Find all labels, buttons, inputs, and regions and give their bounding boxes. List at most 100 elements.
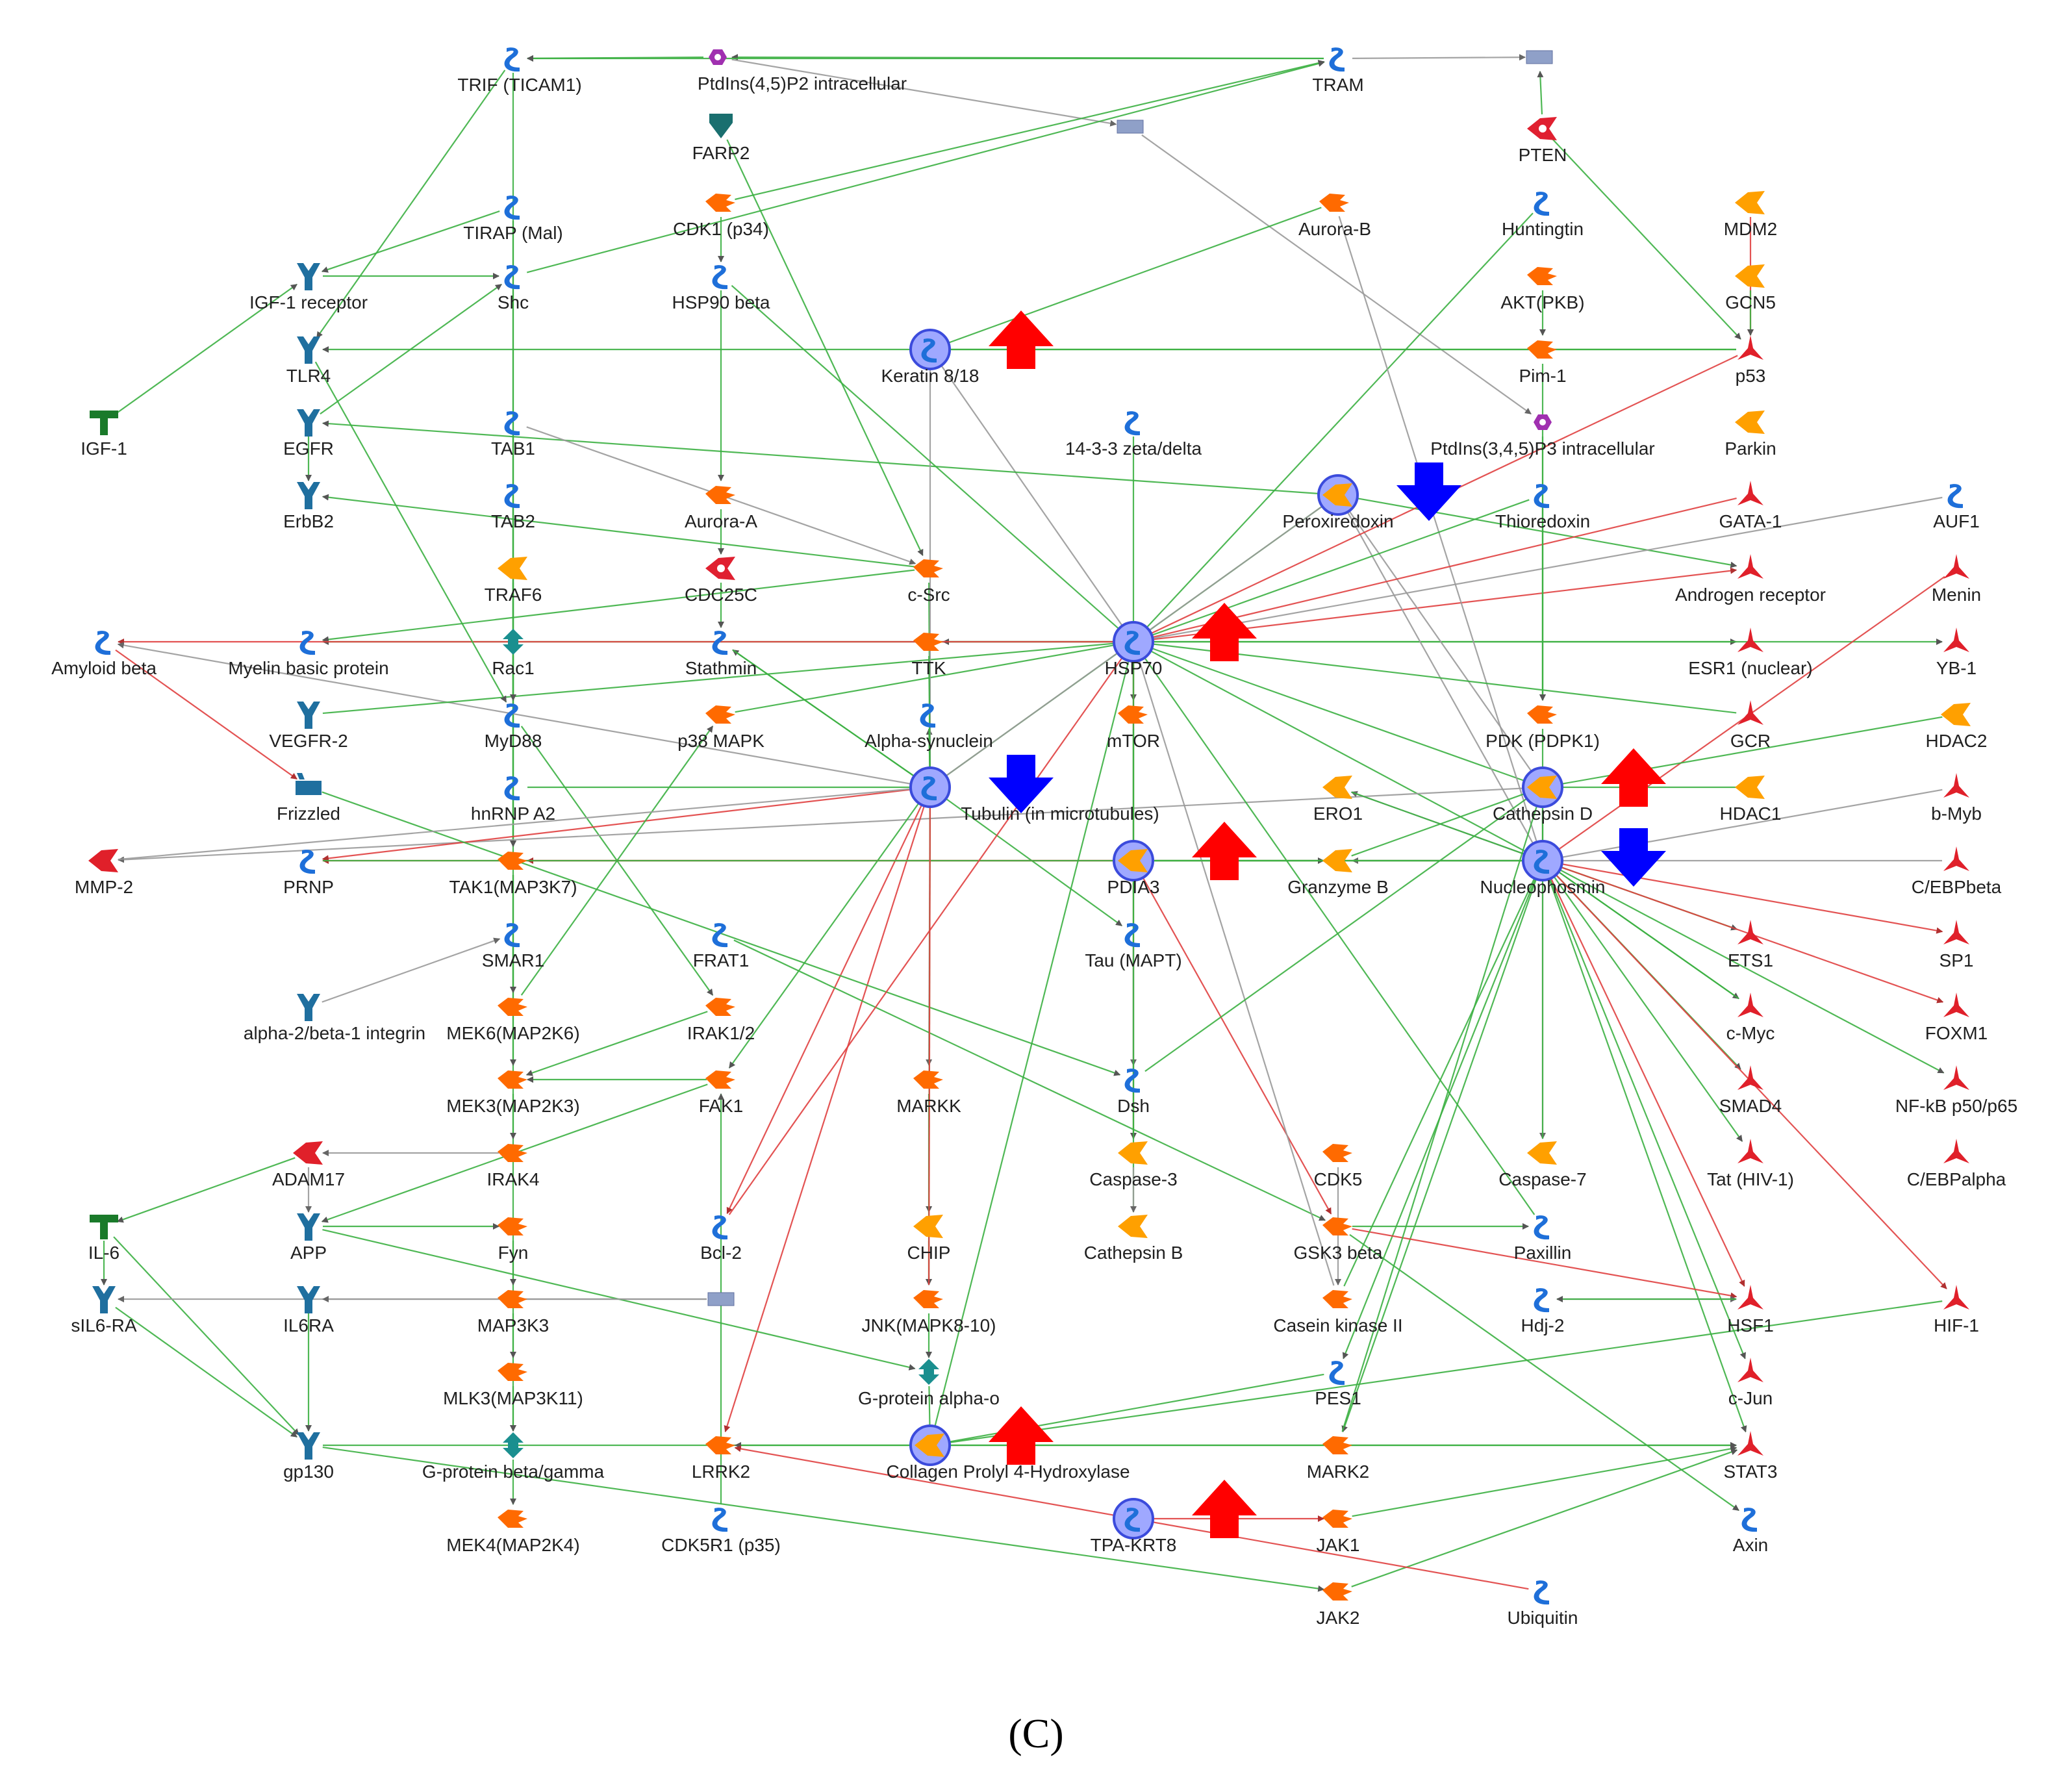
node-hsp90b[interactable]: HSP90 beta <box>672 265 770 312</box>
node-mdm2[interactable]: MDM2 <box>1724 191 1777 239</box>
node-cdc25c[interactable]: CDC25C <box>685 557 757 605</box>
node-axin[interactable]: Axin <box>1733 1508 1768 1555</box>
node-nfkb[interactable]: NF-kB p50/p65 <box>1895 1065 2017 1116</box>
node-p38[interactable]: p38 MAPK <box>677 705 764 751</box>
node-a2b1[interactable]: alpha-2/beta-1 integrin <box>244 994 425 1043</box>
node-ptdins45[interactable]: PtdIns(4,5)P2 intracellular <box>698 49 907 94</box>
node-casp3[interactable]: Caspase-3 <box>1089 1141 1178 1189</box>
node-asyn[interactable]: Alpha-synuclein <box>865 703 993 751</box>
node-c2[interactable] <box>1117 120 1144 134</box>
node-ets1[interactable]: ETS1 <box>1728 920 1773 970</box>
node-cebpb[interactable]: C/EBPbeta <box>1912 846 2002 897</box>
node-yb1[interactable]: YB-1 <box>1936 627 1977 678</box>
node-sil6ra[interactable]: sIL6-RA <box>71 1286 137 1335</box>
node-irak12[interactable]: IRAK1/2 <box>687 998 755 1043</box>
node-il6[interactable]: IL-6 <box>88 1215 120 1263</box>
node-parkin[interactable]: Parkin <box>1725 411 1776 459</box>
node-hdac2[interactable]: HDAC2 <box>1926 703 1988 751</box>
node-pdia3[interactable]: PDIA3 <box>1107 840 1160 897</box>
node-prnp[interactable]: PRNP <box>283 850 334 897</box>
node-gcn5[interactable]: GCN5 <box>1725 264 1776 312</box>
node-tat[interactable]: Tat (HIV-1) <box>1707 1139 1794 1189</box>
node-markk[interactable]: MARKK <box>896 1070 961 1116</box>
node-frizzled[interactable]: Frizzled <box>277 773 340 824</box>
node-chip[interactable]: CHIP <box>907 1215 951 1263</box>
node-foxm1[interactable]: FOXM1 <box>1925 993 1988 1043</box>
node-p1433[interactable]: 14-3-3 zeta/delta <box>1065 411 1202 459</box>
node-amyloid[interactable]: Amyloid beta <box>51 631 157 678</box>
node-ck2[interactable]: Casein kinase II <box>1273 1290 1403 1335</box>
node-lrrk2[interactable]: LRRK2 <box>692 1436 750 1482</box>
node-akt[interactable]: AKT(PKB) <box>1500 267 1585 312</box>
node-hdac1[interactable]: HDAC1 <box>1720 776 1782 824</box>
node-huntingtin[interactable]: Huntingtin <box>1502 192 1584 239</box>
node-c3[interactable] <box>707 1292 735 1306</box>
node-aurorab[interactable]: Aurora-B <box>1298 194 1371 239</box>
node-vegfr2[interactable]: VEGFR-2 <box>269 702 348 751</box>
node-paxillin[interactable]: Paxillin <box>1514 1215 1572 1263</box>
node-gbg[interactable]: G-protein beta/gamma <box>422 1432 605 1482</box>
node-peroxi[interactable]: Peroxiredoxin <box>1282 474 1394 531</box>
node-csrc[interactable]: c-Src <box>907 559 950 605</box>
node-mark2[interactable]: MARK2 <box>1307 1436 1369 1482</box>
node-jnk[interactable]: JNK(MAPK8-10) <box>862 1290 996 1335</box>
node-frat1[interactable]: FRAT1 <box>693 923 750 970</box>
node-farp2[interactable]: FARP2 <box>692 114 750 163</box>
node-cathb[interactable]: Cathepsin B <box>1084 1215 1183 1263</box>
node-mek4[interactable]: MEK4(MAP2K4) <box>446 1510 580 1555</box>
node-tlr4[interactable]: TLR4 <box>286 336 331 386</box>
node-map3k3[interactable]: MAP3K3 <box>477 1290 550 1335</box>
node-fyn[interactable]: Fyn <box>498 1217 528 1263</box>
node-npm[interactable]: Nucleophosmin <box>1480 840 1606 897</box>
node-shc[interactable]: Shc <box>498 265 529 312</box>
node-ero1[interactable]: ERO1 <box>1313 776 1363 824</box>
node-mbp[interactable]: Myelin basic protein <box>228 631 389 678</box>
node-auf1[interactable]: AUF1 <box>1933 484 1980 531</box>
node-mek3[interactable]: MEK3(MAP2K3) <box>446 1070 580 1116</box>
node-cathd[interactable]: Cathepsin D <box>1493 766 1593 824</box>
node-gp130[interactable]: gp130 <box>283 1432 334 1482</box>
node-trif[interactable]: TRIF (TICAM1) <box>457 47 582 95</box>
node-igf1r[interactable]: IGF-1 receptor <box>249 263 368 312</box>
node-cmyc[interactable]: c-Myc <box>1726 993 1775 1043</box>
node-cdk1[interactable]: CDK1 (p34) <box>673 194 769 239</box>
node-gata1[interactable]: GATA-1 <box>1719 481 1782 531</box>
node-cjun[interactable]: c-Jun <box>1728 1358 1773 1408</box>
node-tram[interactable]: TRAM <box>1312 47 1364 95</box>
node-gsk3[interactable]: GSK3 beta <box>1294 1217 1383 1263</box>
node-tirap[interactable]: TIRAP (Mal) <box>463 196 563 243</box>
node-tak1[interactable]: TAK1(MAP3K7) <box>449 852 577 897</box>
node-adam17[interactable]: ADAM17 <box>272 1141 345 1189</box>
node-bcl2[interactable]: Bcl-2 <box>700 1215 742 1263</box>
node-ubiquitin[interactable]: Ubiquitin <box>1508 1580 1578 1628</box>
node-smad4[interactable]: SMAD4 <box>1719 1065 1782 1116</box>
node-myd88[interactable]: MyD88 <box>485 703 542 751</box>
node-erbb2[interactable]: ErbB2 <box>283 482 334 531</box>
node-granzb[interactable]: Granzyme B <box>1287 849 1389 897</box>
node-egfr[interactable]: EGFR <box>283 409 334 459</box>
node-sp1[interactable]: SP1 <box>1939 920 1974 970</box>
node-mek6[interactable]: MEK6(MAP2K6) <box>446 998 580 1043</box>
node-stat3[interactable]: STAT3 <box>1724 1431 1778 1482</box>
node-tpakrt8[interactable]: TPA-KRT8 <box>1091 1498 1177 1555</box>
node-ttk[interactable]: TTK <box>912 633 946 678</box>
node-tau[interactable]: Tau (MAPT) <box>1085 923 1182 970</box>
node-traf6[interactable]: TRAF6 <box>485 557 542 605</box>
node-pdk[interactable]: PDK (PDPK1) <box>1485 705 1600 751</box>
node-rac1[interactable]: Rac1 <box>492 629 535 678</box>
node-keratin[interactable]: Keratin 8/18 <box>881 329 979 386</box>
node-hnrnp[interactable]: hnRNP A2 <box>471 776 555 824</box>
node-tubulin[interactable]: Tubulin (in microtubules) <box>909 766 1159 824</box>
node-cdk5[interactable]: CDK5 <box>1314 1144 1363 1189</box>
node-mlk3[interactable]: MLK3(MAP3K11) <box>443 1363 583 1408</box>
node-bmyb[interactable]: b-Myb <box>1931 773 1982 824</box>
node-hif1[interactable]: HIF-1 <box>1934 1285 1979 1335</box>
node-cebpa[interactable]: C/EBPalpha <box>1907 1139 2006 1189</box>
node-fak1[interactable]: FAK1 <box>699 1070 743 1116</box>
node-irak4[interactable]: IRAK4 <box>487 1144 540 1189</box>
node-app[interactable]: APP <box>290 1213 327 1263</box>
node-hsp70[interactable]: HSP70 <box>1105 621 1163 678</box>
node-jak1[interactable]: JAK1 <box>1317 1510 1360 1555</box>
node-thioredoxin[interactable]: Thioredoxin <box>1495 484 1590 531</box>
node-il6ra[interactable]: IL6RA <box>283 1286 334 1335</box>
